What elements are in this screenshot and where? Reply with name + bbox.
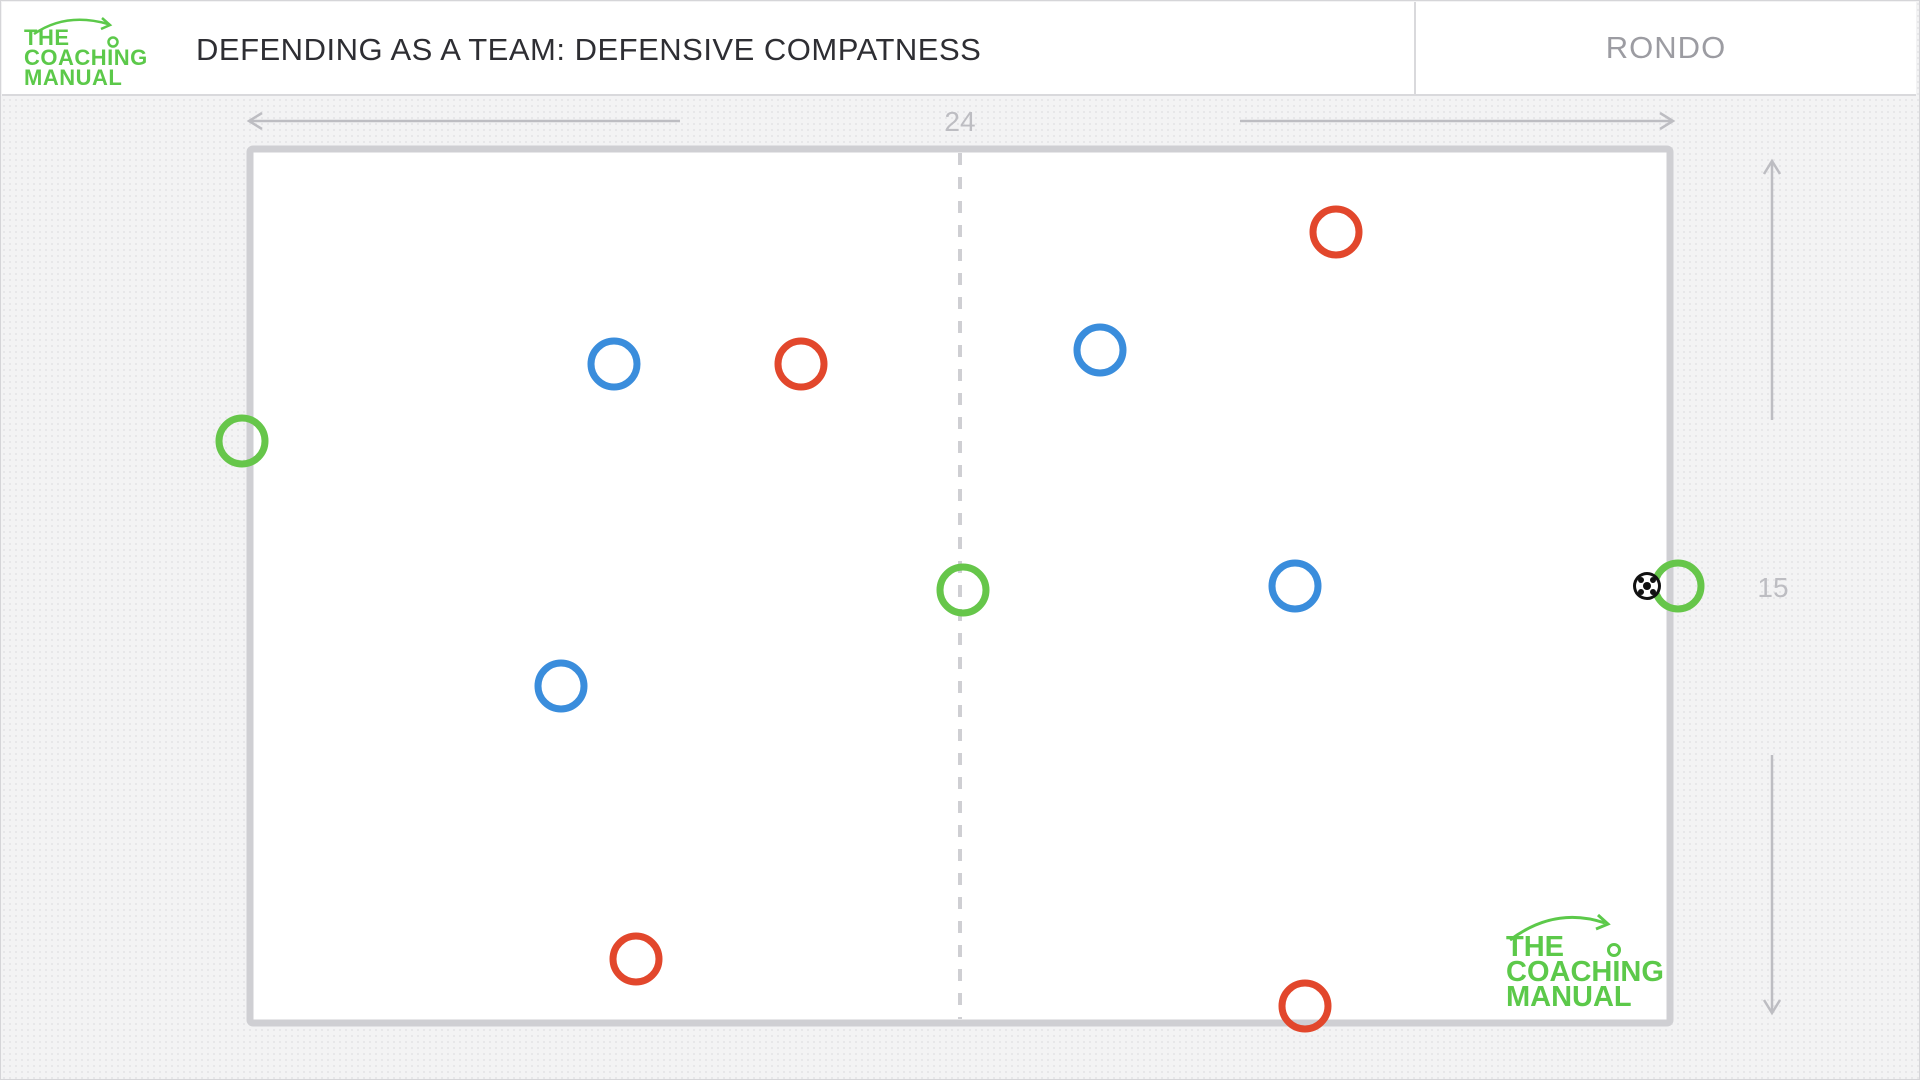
red-player	[1278, 979, 1332, 1033]
arrowhead-right-icon	[1659, 111, 1676, 131]
watermark-line-3: MANUAL	[1506, 981, 1632, 1013]
page-title: DEFENDING AS A TEAM: DEFENSIVE COMPATNES…	[196, 32, 982, 67]
watermark-arrow-icon	[1509, 915, 1606, 942]
arrowhead-down-icon	[1762, 999, 1782, 1016]
arrowhead-left-icon	[246, 111, 263, 131]
blue-player	[534, 659, 588, 713]
height-dimension: 15	[1757, 158, 1789, 1016]
width-dimension: 24	[246, 106, 1676, 137]
soccer-ball-icon	[1633, 572, 1661, 600]
watermark-line-1: THE	[1506, 931, 1564, 963]
logo-wordmark: THE COACHING MANUAL	[24, 25, 148, 90]
red-player	[1309, 205, 1363, 259]
header-divider	[1414, 2, 1416, 94]
arrowhead-up-icon	[1762, 158, 1782, 175]
watermark-ball-icon	[1607, 943, 1621, 957]
red-player	[609, 932, 663, 986]
green-player	[215, 414, 269, 468]
red-team	[609, 205, 1363, 1033]
logo-line-2: COACHING	[24, 45, 148, 70]
width-label: 24	[944, 106, 975, 137]
green-player	[936, 563, 990, 617]
blue-team	[534, 323, 1322, 713]
logo-line-3: MANUAL	[24, 65, 123, 90]
logo-line-1: THE	[24, 25, 70, 50]
height-label: 15	[1757, 572, 1788, 603]
logo-arrow-icon	[33, 17, 119, 48]
header-bar: THE COACHING MANUAL DEFENDING AS A TEAM:…	[2, 2, 1916, 96]
session-type-label: RONDO	[1605, 30, 1727, 65]
watermark-logo: THE COACHING MANUAL	[1506, 913, 1664, 1013]
watermark-line-2: COACHING	[1506, 956, 1664, 988]
pitch-boundary	[246, 145, 1674, 1027]
blue-player	[1268, 559, 1322, 613]
blue-player	[1073, 323, 1127, 377]
watermark-arrowhead-icon	[1595, 913, 1611, 931]
brand-logo: THE COACHING MANUAL	[16, 12, 156, 92]
blue-player	[587, 337, 641, 391]
red-player	[774, 337, 828, 391]
